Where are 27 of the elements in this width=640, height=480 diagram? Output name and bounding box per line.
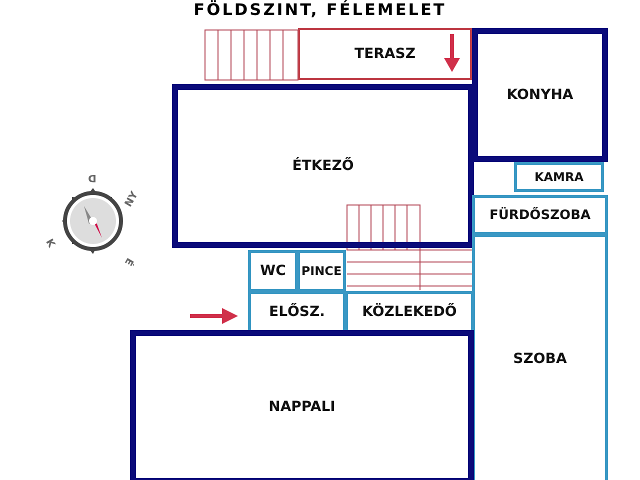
room-outline (472, 195, 608, 235)
room-name: SZOBA (513, 351, 567, 367)
room-outline (514, 162, 604, 192)
room-outline (345, 291, 474, 333)
room-outline (472, 28, 608, 162)
room-outline (472, 234, 608, 480)
room-outline (298, 28, 472, 80)
room-outline (248, 291, 346, 333)
room-name: KÖZLEKEDŐ (362, 304, 457, 320)
room-outline (130, 330, 474, 480)
room-name: NAPPALI (268, 399, 336, 415)
room-outline (248, 250, 298, 292)
room-name: TERASZ (354, 46, 416, 62)
compass-letter: É (122, 256, 135, 268)
room-outline (172, 84, 474, 248)
room-name: KAMRA (534, 170, 584, 184)
floor-title: FÖLDSZINT, FÉLEMELET (192, 0, 448, 19)
room-outline (297, 250, 346, 292)
room-name: FÜRDŐSZOBA (489, 208, 591, 222)
room-name: WC (260, 263, 286, 279)
compass-letter: K (43, 237, 57, 250)
compass-letter: NY (123, 190, 140, 210)
room-name: PINCE (301, 264, 342, 278)
room-name: KONYHA (506, 87, 574, 103)
compass-letter: D (88, 172, 96, 183)
room-name: ÉTKEZŐ (292, 158, 354, 174)
room-name: ELŐSZ. (269, 304, 325, 320)
